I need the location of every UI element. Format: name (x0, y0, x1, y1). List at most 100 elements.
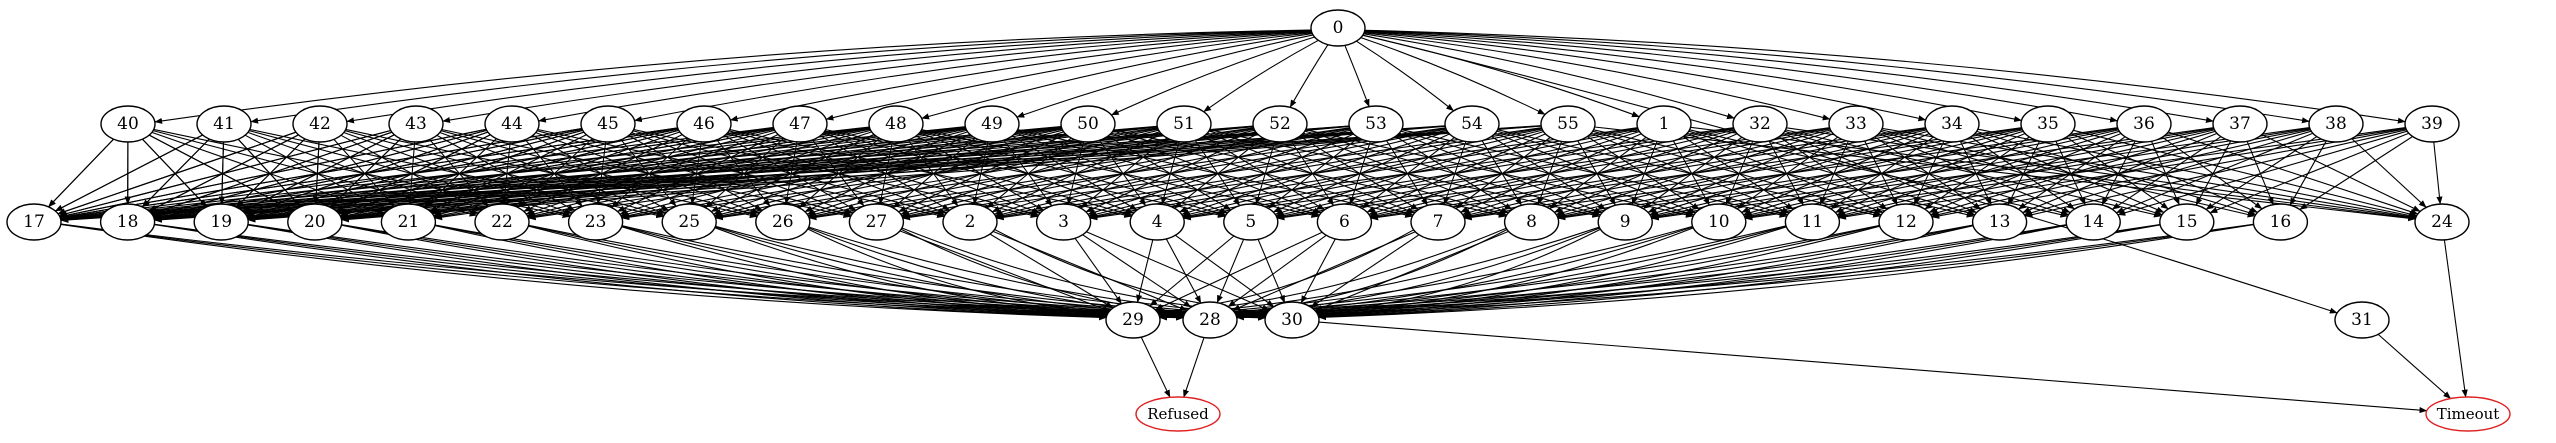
node-label: 10 (1708, 212, 1730, 232)
node-ellipse (580, 105, 636, 143)
graph-node-44: 44 (484, 105, 540, 143)
node-label: 19 (210, 212, 232, 232)
graph-node-43: 43 (388, 105, 444, 143)
node-label: Refused (1147, 405, 1209, 423)
node-ellipse (99, 203, 156, 241)
edge-35-to-6 (1370, 127, 2022, 221)
node-ellipse (1540, 105, 1596, 143)
node-ellipse (2252, 203, 2309, 241)
edge-27-to-29 (899, 230, 1110, 312)
edge-35-to-16 (2070, 133, 2258, 213)
edge-36-to-15 (2150, 141, 2180, 206)
node-label: 48 (885, 114, 907, 134)
node-ellipse (1105, 301, 1161, 339)
graph-node-24: 24 (2414, 203, 2470, 241)
edge-0-to-31 (1362, 34, 2338, 314)
node-label: 6 (1339, 212, 1350, 232)
node-ellipse (1828, 105, 1884, 143)
node-ellipse (772, 105, 828, 143)
edge-32-to-3 (1089, 127, 1734, 221)
edge-39-to-10 (1744, 127, 2406, 221)
node-label: 35 (2037, 114, 2059, 134)
edge-37-to-16 (2246, 141, 2274, 205)
node-label: 33 (1845, 114, 1867, 134)
graph-node-28: 28 (1182, 301, 1238, 339)
node-ellipse (1129, 203, 1185, 241)
edge-14-to-30 (1318, 224, 2067, 320)
node-label: 16 (2270, 212, 2292, 232)
edge-45-to-17 (59, 127, 582, 220)
edge-37-to-24 (2261, 134, 2421, 212)
node-label: 32 (1749, 114, 1771, 134)
node-ellipse (100, 105, 156, 143)
edge-34-to-24 (1977, 128, 2417, 219)
edge-0-to-40 (154, 29, 1312, 124)
edge-3-to-28 (1082, 234, 1192, 308)
edge-44-to-17 (59, 128, 487, 219)
edge-38-to-10 (1744, 127, 2310, 220)
edge-24-to-Timeout (2443, 239, 2468, 398)
edge-6-to-29 (1154, 231, 1323, 311)
graph-node-6: 6 (1316, 203, 1373, 241)
node-label: 20 (304, 212, 326, 232)
edge-21-to-28 (434, 224, 1184, 320)
graph-node-0: 0 (1310, 9, 1366, 47)
edge-0-to-33 (1363, 32, 1831, 121)
graph-node-21: 21 (380, 203, 437, 241)
edge-16-to-30 (1318, 224, 2254, 321)
edge-18-to-29 (154, 224, 1107, 321)
node-label: 55 (1557, 114, 1579, 134)
node-ellipse (1444, 105, 1500, 143)
terminal-node-timeout: Timeout (2425, 396, 2511, 432)
edge-13-to-30 (1318, 225, 1974, 320)
edge-14-to-28 (1236, 224, 2067, 320)
node-label: 28 (1199, 310, 1221, 330)
node-ellipse (1636, 105, 1692, 143)
edge-32-to-4 (1183, 127, 1734, 220)
node-ellipse (2020, 105, 2076, 143)
edge-0-to-35 (1364, 31, 2022, 122)
node-ellipse (388, 105, 444, 143)
node-label: 40 (117, 114, 139, 134)
edge-55-to-18 (154, 125, 1542, 223)
node-label: 39 (2421, 114, 2443, 134)
terminal-node-refused: Refused (1135, 396, 1221, 432)
node-ellipse (2159, 203, 2215, 241)
edge-0-to-46 (729, 31, 1312, 122)
edge-33-to-5 (1276, 127, 1830, 220)
node-label: 49 (981, 114, 1003, 134)
node-ellipse (1156, 105, 1212, 143)
node-ellipse (868, 105, 924, 143)
edge-43-to-17 (58, 129, 391, 217)
edge-23-to-29 (621, 226, 1108, 318)
edge-5-to-28 (1216, 239, 1245, 304)
node-ellipse (287, 203, 343, 241)
node-label: 38 (2325, 114, 2347, 134)
edge-34-to-6 (1370, 127, 1926, 220)
edge-11-to-30 (1317, 226, 1787, 318)
edge-8-to-29 (1157, 227, 1507, 317)
node-ellipse (2414, 203, 2470, 241)
node-ellipse (676, 105, 732, 143)
edge-0-to-55 (1360, 37, 1546, 115)
edge-46-to-17 (60, 127, 678, 221)
node-label: 51 (1173, 114, 1195, 134)
node-label: 8 (1526, 212, 1537, 232)
graph-node-11: 11 (1784, 203, 1841, 241)
terminal-node-ellipse (1135, 396, 1221, 432)
edge-5-to-30 (1257, 239, 1286, 304)
node-ellipse (1182, 301, 1238, 339)
graph-node-3: 3 (1035, 203, 1092, 241)
edge-37-to-8 (1557, 127, 2214, 221)
edge-0-to-53 (1344, 45, 1370, 107)
graph-node-4: 4 (1129, 203, 1185, 241)
node-label: 53 (1365, 114, 1387, 134)
node-ellipse (1060, 105, 1116, 143)
graph-node-45: 45 (580, 105, 636, 143)
edge-34-to-15 (1974, 133, 2165, 213)
graph-node-39: 39 (2404, 105, 2460, 143)
node-ellipse (2404, 105, 2460, 143)
node-ellipse (942, 203, 998, 241)
node-ellipse (1784, 203, 1841, 241)
